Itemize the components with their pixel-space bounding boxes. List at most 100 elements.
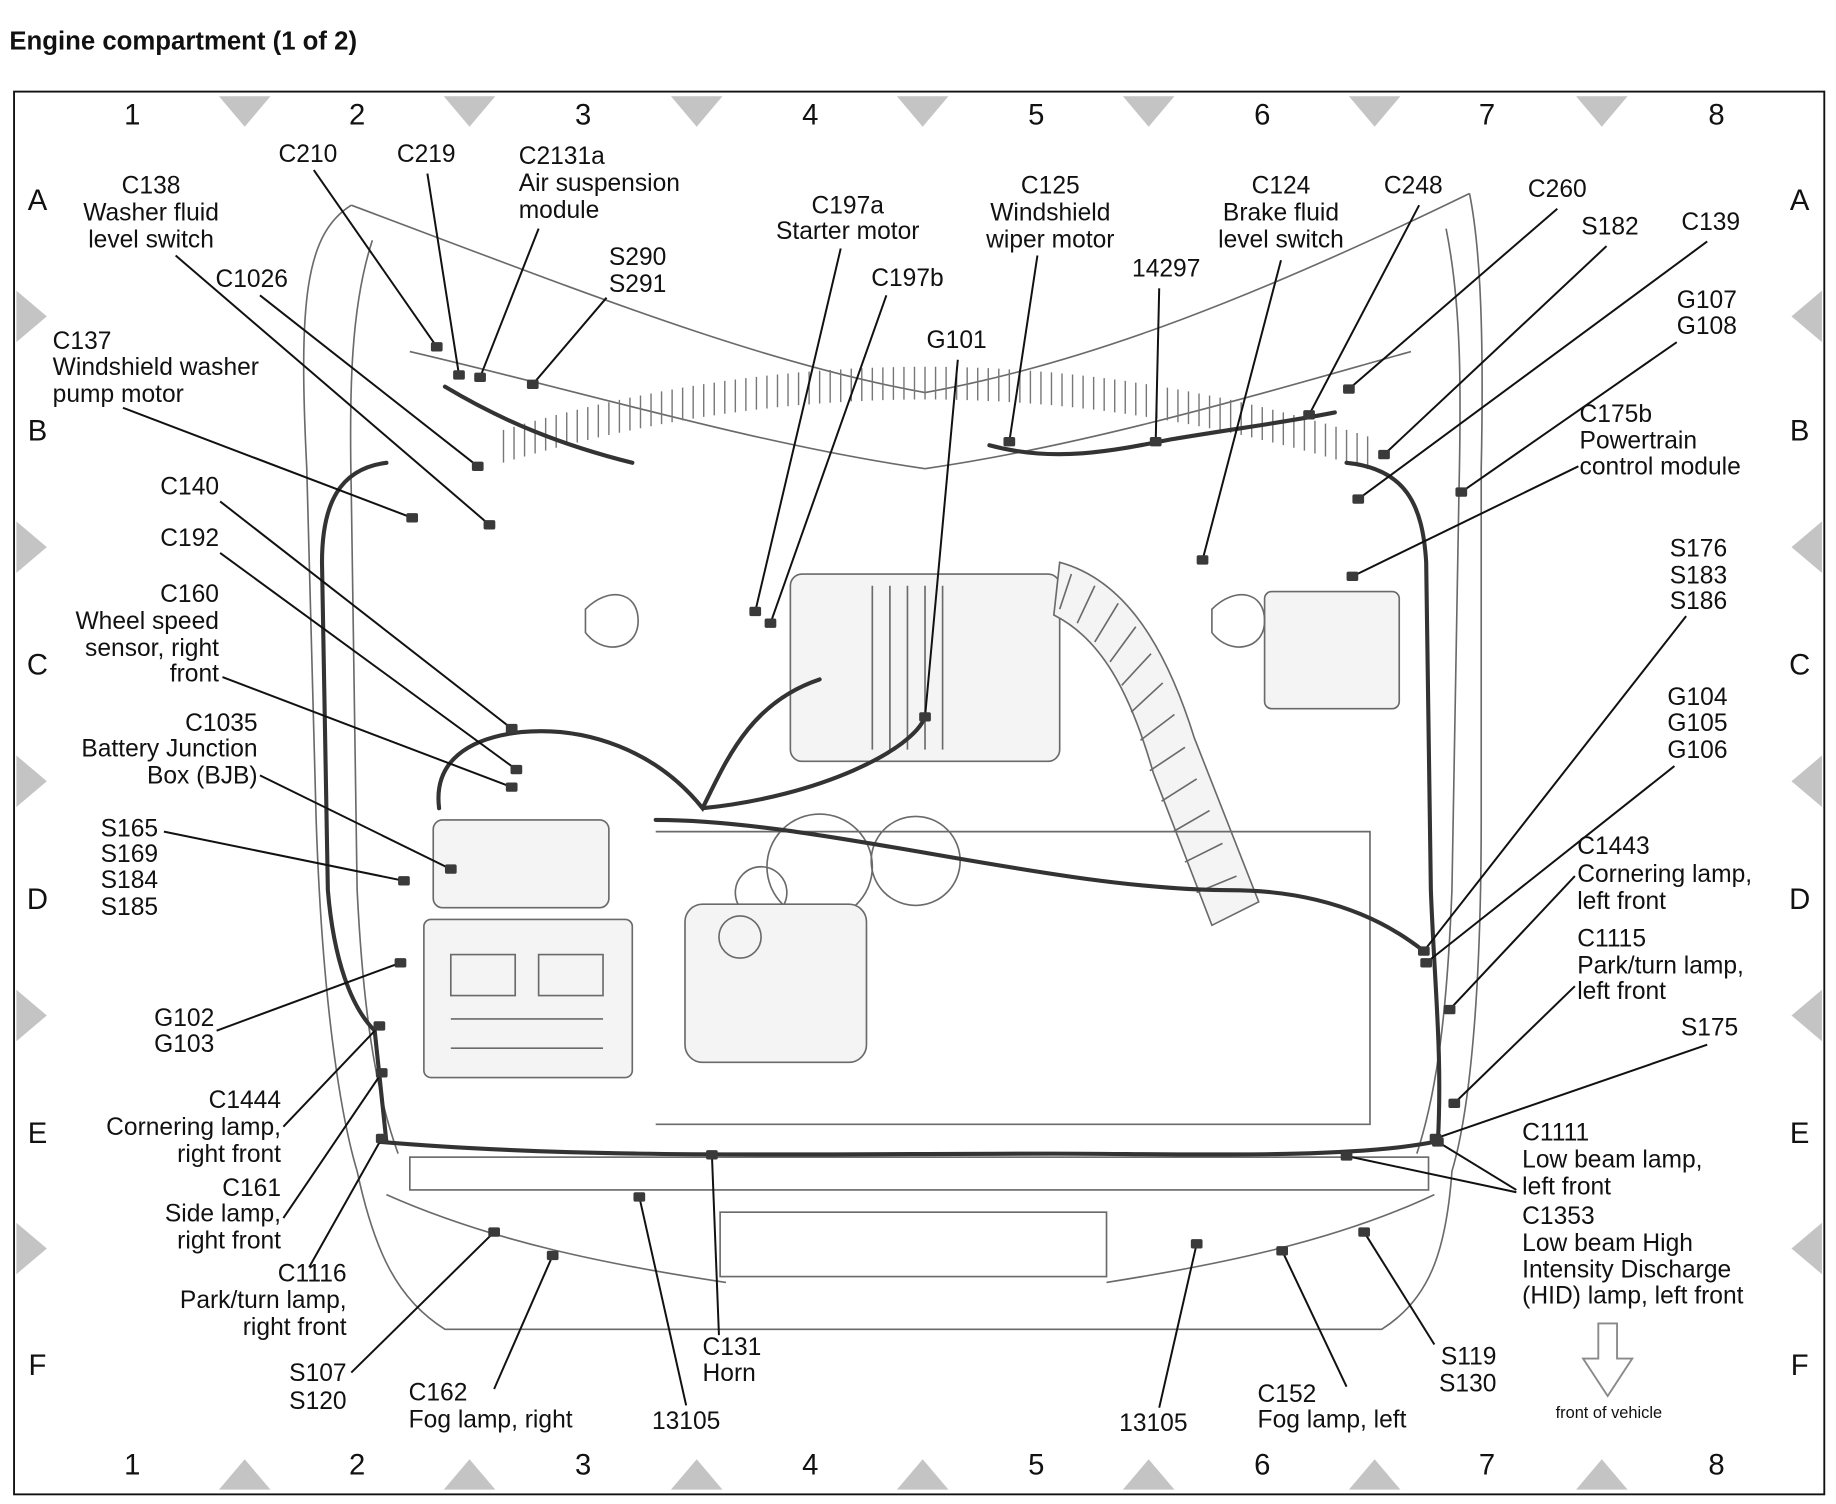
- leader-line: [282, 1072, 383, 1219]
- leader-line: [259, 294, 479, 468]
- callout-label: C139: [1681, 209, 1740, 236]
- callout-label: G106: [1667, 737, 1727, 764]
- callout-s107-s120: S107 S120: [289, 1227, 500, 1415]
- callout-c160: C160 Wheel speed sensor, right front: [75, 581, 518, 792]
- grid-row-label: D: [1789, 884, 1810, 916]
- leader-line: [1158, 1243, 1198, 1408]
- callout-label: G107: [1677, 287, 1737, 314]
- vehicle-body-outline: [302, 193, 1483, 1331]
- grid-row-label: C: [1789, 650, 1810, 682]
- connector-mark: [919, 712, 931, 722]
- callout-g102-g103: G102 G103: [154, 958, 407, 1058]
- leader-line: [1425, 765, 1676, 964]
- callout-label: Low beam lamp,: [1522, 1147, 1702, 1174]
- callout-label: module: [519, 197, 600, 224]
- callout-label: C1444: [209, 1087, 281, 1114]
- callout-label: S184: [101, 867, 158, 894]
- callout-label: wiper motor: [985, 226, 1114, 253]
- connector-mark: [1420, 958, 1433, 968]
- callout-label: C1035: [185, 710, 257, 737]
- cowl-grille-vents: [502, 366, 1369, 470]
- callout-c139: C139: [1352, 209, 1740, 504]
- callout-g101: G101: [919, 327, 987, 722]
- connector-mark: [488, 1227, 500, 1237]
- leader-line: [1008, 255, 1039, 442]
- callout-label: Brake fluid: [1223, 199, 1339, 226]
- connector-mark: [546, 1250, 559, 1261]
- callout-label: C1026: [216, 266, 288, 293]
- radiator-shroud: [655, 830, 1371, 1126]
- grid-column-label: 4: [802, 99, 818, 131]
- connector-mark: [633, 1192, 646, 1202]
- harness-cowl: [442, 384, 1337, 465]
- leader-line: [426, 173, 460, 376]
- callout-label: G103: [154, 1031, 214, 1058]
- callout-label: Horn: [703, 1360, 756, 1387]
- callout-s176-s183-s186: S176 S183 S186: [1417, 535, 1727, 956]
- leader-line: [222, 676, 513, 789]
- grid-column-label: 7: [1479, 99, 1495, 131]
- callout-c1111: C1111 Low beam lamp, left front: [1432, 1120, 1703, 1201]
- callout-label: right front: [177, 1227, 281, 1254]
- callout-14297: 14297: [1132, 256, 1200, 447]
- strut-tower-left: [1211, 593, 1266, 648]
- radiator-support: [409, 1156, 1430, 1191]
- grid-column-labels-top: 1 2 3 4 5 6 7 8: [124, 99, 1725, 131]
- callout-label: S120: [289, 1388, 346, 1415]
- grid-row-label: C: [27, 650, 48, 682]
- connector-mark: [474, 372, 486, 382]
- callout-label: C137: [53, 328, 112, 355]
- right-grid-markers: [1791, 290, 1822, 1275]
- reservoir-cap: [718, 915, 762, 959]
- callout-s175: S175: [1429, 1014, 1738, 1144]
- leader-line: [1363, 1231, 1436, 1346]
- intake-tube-corrugations: [1058, 573, 1237, 894]
- callout-label: Intensity Discharge: [1522, 1257, 1731, 1284]
- callout-label: (HID) lamp, left front: [1522, 1283, 1743, 1310]
- grid-row-label: E: [1790, 1118, 1810, 1150]
- connector-mark: [749, 606, 762, 617]
- washer-reservoir: [684, 903, 868, 1064]
- callout-c137: C137 Windshield washer pump motor: [53, 328, 419, 523]
- grid-column-label: 8: [1708, 99, 1724, 131]
- air-intake-tube: [1052, 561, 1260, 927]
- harness-front: [378, 1139, 1437, 1157]
- front-of-vehicle-indicator: front of vehicle: [1556, 1322, 1663, 1422]
- connector-mark: [444, 864, 457, 874]
- callout-label: C197a: [812, 192, 885, 219]
- grid-row-label: D: [27, 884, 48, 916]
- connector-mark: [1358, 1227, 1370, 1237]
- callout-c162: C162 Fog lamp, right: [409, 1250, 573, 1434]
- callout-label: C1111: [1522, 1120, 1589, 1147]
- battery-top-detail: [449, 953, 604, 1050]
- connector-mark: [505, 723, 518, 734]
- leader-line: [163, 830, 405, 882]
- fan-hub: [870, 815, 961, 907]
- connector-mark: [1455, 487, 1468, 497]
- callout-c1353: C1353 Low beam High Intensity Discharge …: [1340, 1151, 1744, 1310]
- callout-label: S182: [1581, 213, 1638, 240]
- callout-13105-a: 13105: [633, 1192, 720, 1435]
- left-grid-markers: [16, 290, 47, 1275]
- grid-column-label: 3: [575, 1449, 591, 1481]
- front-of-vehicle-label: front of vehicle: [1556, 1404, 1663, 1422]
- callout-label: S183: [1670, 562, 1727, 589]
- leader-line: [1435, 1043, 1708, 1140]
- cowl-bottom-edge: [409, 350, 1412, 470]
- callout-label: right front: [177, 1141, 281, 1168]
- connector-mark: [373, 1021, 386, 1031]
- connector-mark: [1378, 449, 1390, 460]
- callout-c161: C161 Side lamp, right front: [165, 1068, 388, 1254]
- callout-label: S291: [609, 271, 666, 298]
- callout-label: Powertrain: [1580, 428, 1697, 455]
- callout-label: C1116: [278, 1260, 347, 1287]
- grid-row-label: E: [28, 1118, 48, 1150]
- callout-label: 14297: [1132, 256, 1200, 283]
- bottom-grid-markers: [218, 1459, 1628, 1490]
- connector-mark: [1343, 384, 1355, 394]
- leader-line: [769, 295, 888, 624]
- leader-line: [1154, 288, 1161, 442]
- connector-mark: [1432, 1137, 1444, 1147]
- leader-line: [1448, 875, 1576, 1011]
- callout-c248: C248: [1303, 172, 1443, 420]
